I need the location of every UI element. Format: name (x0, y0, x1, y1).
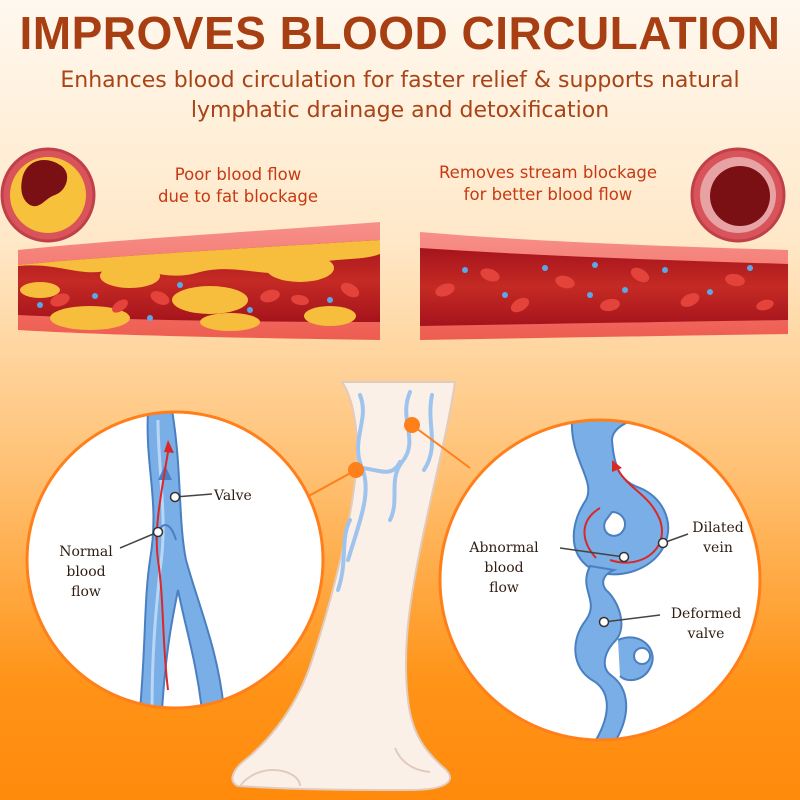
dilated-vein-point (657, 537, 669, 549)
clear-caption-line-2: for better blood flow (463, 185, 633, 204)
fat-deposits (18, 240, 380, 331)
dilated-line-2: vein (703, 540, 733, 556)
deformed-line-2: valve (687, 626, 725, 642)
valve-point (169, 491, 181, 503)
subtitle-line-1: Enhances blood circulation for faster re… (60, 68, 740, 93)
dilated-line-1: Dilated (692, 520, 744, 536)
blue-particles-left (37, 282, 333, 321)
blocked-vessel-caption: Poor blood flow due to fat blockage (118, 164, 358, 208)
normal-flow-label: Normal blood flow (48, 542, 124, 602)
dilated-vein-label: Dilated vein (686, 518, 750, 558)
abnormal-flow-line-2: blood (484, 560, 524, 576)
abnormal-vein-marker (404, 417, 420, 433)
deformed-line-1: Deformed (670, 606, 742, 622)
abnormal-flow-line-1: Abnormal (469, 540, 539, 556)
deformed-valve-point (598, 616, 610, 628)
blocked-caption-line-1: Poor blood flow (174, 165, 302, 184)
abnormal-flow-label: Abnormal blood flow (454, 538, 554, 598)
red-cells-right (435, 267, 774, 313)
blocked-caption-line-2: due to fat blockage (158, 187, 318, 206)
normal-flow-point (152, 526, 164, 538)
blocked-cross-section-icon (0, 147, 96, 243)
clear-vessel-caption: Removes stream blockage for better blood… (408, 162, 688, 206)
normal-flow-line-2: blood (66, 564, 106, 580)
abnormal-flow-line-3: flow (489, 580, 519, 596)
red-cells-left (50, 282, 360, 313)
blocked-vessel (18, 222, 380, 340)
abnormal-flow-point (618, 551, 630, 563)
normal-flow-line-3: flow (71, 584, 101, 600)
normal-vein-detail (25, 410, 325, 710)
blue-particles-right (462, 262, 753, 298)
subtitle-line-2: lymphatic drainage and detoxification (190, 98, 610, 123)
normal-flow-line-1: Normal (59, 544, 113, 560)
valve-label: Valve (214, 488, 252, 504)
leg-markers (304, 417, 471, 499)
abnormal-vein-detail (438, 418, 762, 742)
page-subtitle: Enhances blood circulation for faster re… (20, 66, 780, 126)
page-title: IMPROVES BLOOD CIRCULATION (19, 7, 781, 59)
deformed-valve-label: Deformed valve (660, 604, 752, 644)
clear-caption-line-1: Removes stream blockage (438, 163, 658, 182)
normal-vein-marker (348, 462, 364, 478)
clear-vessel (420, 232, 788, 340)
clear-cross-section-icon (690, 147, 786, 243)
